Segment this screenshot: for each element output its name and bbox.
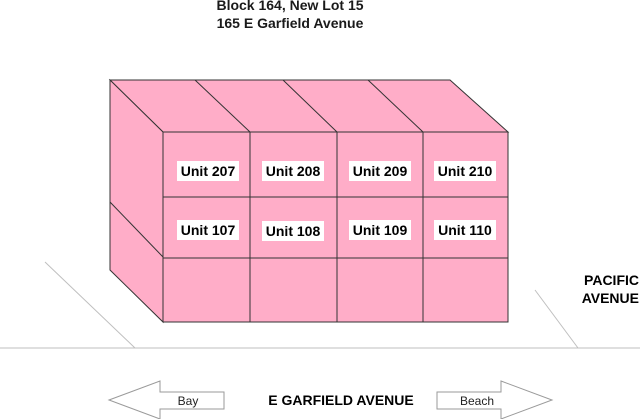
unit-label-box: [177, 220, 239, 240]
lower-floor-units: Unit 107 Unit 108 Unit 109 Unit 110: [177, 220, 496, 241]
roof-dividers: [194, 79, 424, 133]
unit-label: Unit 108: [266, 223, 321, 239]
unit-label-box: [262, 221, 324, 241]
lot-right-edge: [534, 289, 579, 349]
front-grid: [163, 132, 508, 322]
unit-label: Unit 208: [266, 163, 321, 179]
title-block-lot: Block 164, New Lot 15: [216, 0, 363, 13]
unit-label: Unit 210: [438, 163, 493, 179]
unit-label: Unit 209: [353, 163, 408, 179]
unit-label-box: [349, 161, 411, 181]
unit-label-box: [434, 161, 496, 181]
unit-label: Unit 110: [438, 222, 492, 238]
title-address: 165 E Garfield Avenue: [217, 15, 364, 31]
unit-label: Unit 109: [353, 222, 408, 238]
upper-floor-units: Unit 207 Unit 208 Unit 209 Unit 210: [177, 161, 496, 181]
unit-label: Unit 207: [181, 163, 236, 179]
building-roof: [108, 79, 510, 133]
bay-label: Bay: [178, 394, 199, 408]
lot-left-edge: [44, 261, 136, 349]
unit-label: Unit 107: [181, 222, 236, 238]
building: [108, 78, 510, 324]
unit-label-box: [262, 161, 324, 181]
pacific-avenue-label-line1: PACIFIC: [584, 272, 639, 288]
unit-label-box: [177, 161, 239, 181]
left-arrow-icon: [107, 380, 225, 419]
lot-outline: [0, 261, 640, 349]
unit-label-box: [434, 220, 496, 240]
right-arrow-icon: [436, 380, 554, 419]
side-floor-line: [109, 201, 164, 258]
garfield-avenue-label: E GARFIELD AVENUE: [268, 392, 413, 408]
bay-arrow: Bay: [107, 380, 225, 419]
pacific-avenue-label-line2: AVENUE: [582, 290, 639, 306]
unit-label-box: [349, 220, 411, 240]
beach-arrow: Beach: [436, 380, 554, 419]
beach-label: Beach: [460, 394, 494, 408]
